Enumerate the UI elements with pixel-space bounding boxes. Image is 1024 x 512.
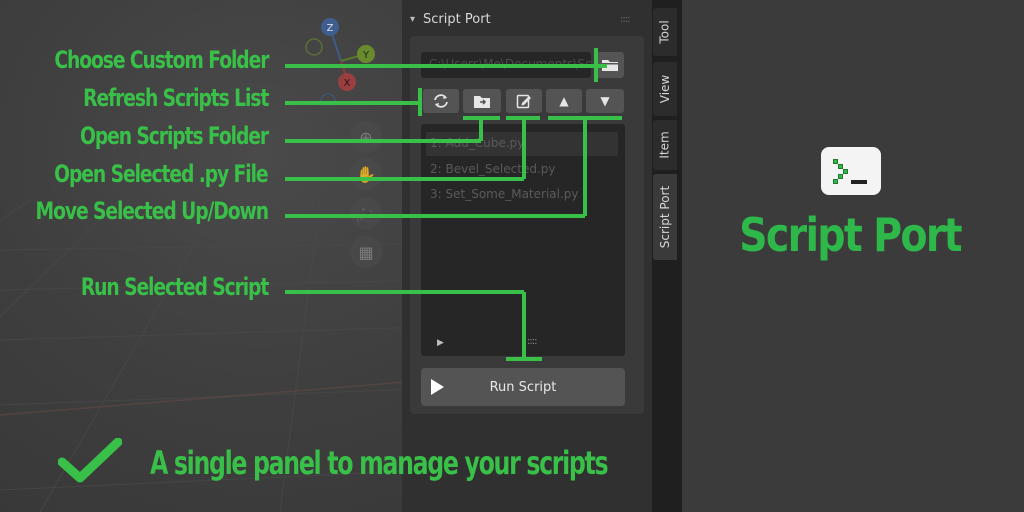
edit-file-icon [516, 94, 531, 109]
brand-title: Script Port [739, 208, 962, 262]
zoom-icon[interactable]: ⊕ [350, 121, 382, 153]
annotation-choose-folder: Choose Custom Folder [54, 46, 269, 74]
gizmo-x-label: X [344, 78, 351, 89]
chevron-down-icon[interactable]: ▾ [410, 13, 416, 25]
annotation-refresh: Refresh Scripts List [82, 84, 269, 112]
folder-path-field[interactable]: C:\Users\Me\Documents\Scripts [421, 52, 591, 78]
tab-tool[interactable]: Tool [653, 8, 677, 56]
annotation-open-file: Open Selected .py File [54, 160, 269, 188]
panel-header[interactable]: ▾ Script Port [410, 6, 491, 32]
tab-script-port-label: Script Port [658, 185, 673, 249]
folder-icon [602, 60, 618, 71]
tab-item-label: Item [658, 131, 673, 159]
tagline: A single panel to manage your scripts [150, 444, 609, 482]
panel-title: Script Port [423, 11, 491, 27]
tab-script-port[interactable]: Script Port [653, 174, 677, 260]
refresh-button[interactable] [423, 89, 459, 113]
choose-folder-button[interactable] [596, 52, 624, 78]
expand-triangle-icon[interactable]: ▶ [437, 338, 444, 348]
camera-icon[interactable]: 🎥 [350, 197, 382, 229]
terminal-logo-icon [821, 147, 881, 195]
hand-pan-icon[interactable]: ✋ [350, 158, 382, 190]
checkmark-icon [58, 438, 122, 483]
annotation-run: Run Selected Script [80, 273, 269, 301]
open-py-file-button[interactable] [506, 89, 542, 113]
move-down-button[interactable]: ▼ [586, 89, 624, 113]
tab-item[interactable]: Item [653, 120, 677, 170]
annotation-move: Move Selected Up/Down [35, 197, 269, 225]
open-scripts-folder-button[interactable] [463, 89, 501, 113]
folder-open-icon [474, 95, 490, 108]
gizmo-z-label: Z [327, 23, 334, 34]
play-icon [431, 379, 444, 395]
perspective-grid-icon[interactable]: ▦ [350, 236, 382, 268]
gizmo-y-label: Y [362, 50, 370, 61]
navigation-gizmo[interactable]: Z Y X [296, 16, 386, 106]
drag-grip-icon[interactable]: :::: [620, 14, 631, 25]
annotation-open-folder: Open Scripts Folder [80, 122, 269, 150]
move-up-button[interactable]: ▲ [546, 89, 582, 113]
run-script-label: Run Script [489, 379, 557, 395]
triangle-down-icon: ▼ [600, 94, 610, 108]
list-item[interactable]: 2: Bevel_Selected.py [430, 162, 556, 176]
tab-tool-label: Tool [658, 20, 672, 44]
run-script-button[interactable]: Run Script [421, 368, 625, 406]
list-item[interactable]: 1: Add_Cube.py [426, 132, 618, 156]
tab-view-label: View [658, 74, 673, 104]
list-item[interactable]: 3: Set_Some_Material.py [430, 187, 579, 201]
list-resize-grip-icon[interactable]: :::: [527, 336, 538, 347]
refresh-icon [434, 94, 448, 108]
triangle-up-icon: ▲ [559, 94, 569, 108]
tab-view[interactable]: View [653, 62, 677, 116]
